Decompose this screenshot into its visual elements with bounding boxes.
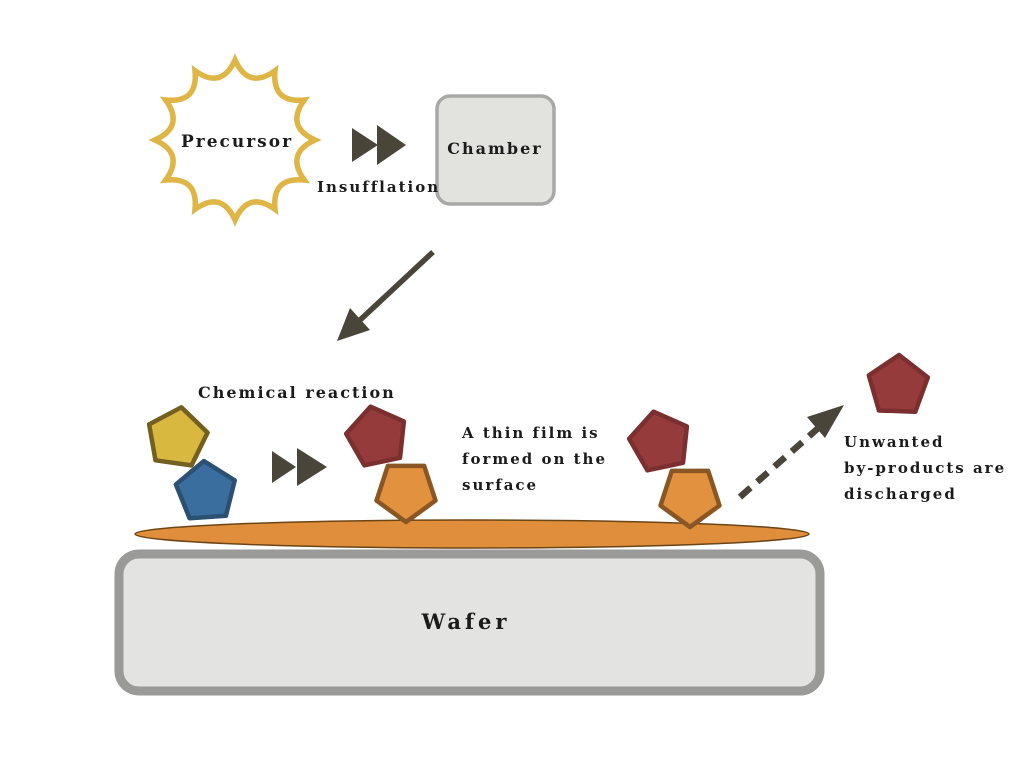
precursor-molecule-yellow-pentagon — [146, 405, 210, 468]
reaction-chevron-icon — [272, 451, 296, 483]
thin-film-caption: A thin film is formed on the surface — [462, 420, 607, 498]
reaction-chevron-icon — [297, 448, 327, 486]
byproducts-caption: Unwanted by-products are discharged — [844, 429, 1006, 507]
byproduct-maroon-pentagon — [866, 352, 931, 414]
reacted-molecule-maroon-pentagon — [626, 409, 690, 473]
chamber-to-reaction-arrow — [357, 249, 435, 324]
reacted-molecule-maroon-pentagon — [343, 404, 407, 468]
precursor-label: Precursor — [180, 132, 294, 152]
insufflation-chevron-icon — [352, 128, 378, 162]
chemical-reaction-label: Chemical reaction — [198, 383, 396, 402]
thin-film-caption-line: A thin film is — [462, 424, 600, 442]
wafer-label: Wafer — [421, 609, 511, 634]
wafer-box — [114, 549, 825, 696]
precursor-starburst-shape — [148, 53, 322, 227]
byproduct-discharge-arrowhead — [807, 405, 844, 438]
chamber-box — [435, 94, 556, 206]
byproduct-discharge-arrow — [737, 420, 827, 500]
byproducts-caption-line: discharged — [844, 485, 957, 503]
deposited-molecule-orange-pentagon — [658, 468, 722, 530]
thin-film-caption-line: surface — [462, 476, 539, 494]
chamber-label: Chamber — [447, 139, 543, 158]
chamber-to-reaction-arrowhead — [337, 308, 370, 341]
deposited-molecule-orange-pentagon — [374, 463, 438, 525]
precursor-molecule-blue-pentagon — [173, 458, 238, 521]
thin-film-caption-line: formed on the — [462, 450, 607, 468]
insufflation-label: Insufflation — [317, 178, 441, 196]
byproducts-caption-line: by-products are — [844, 459, 1007, 477]
thin-film-ellipse — [134, 519, 810, 549]
byproducts-caption-line: Unwanted — [844, 433, 945, 451]
insufflation-chevron-icon — [377, 125, 406, 165]
